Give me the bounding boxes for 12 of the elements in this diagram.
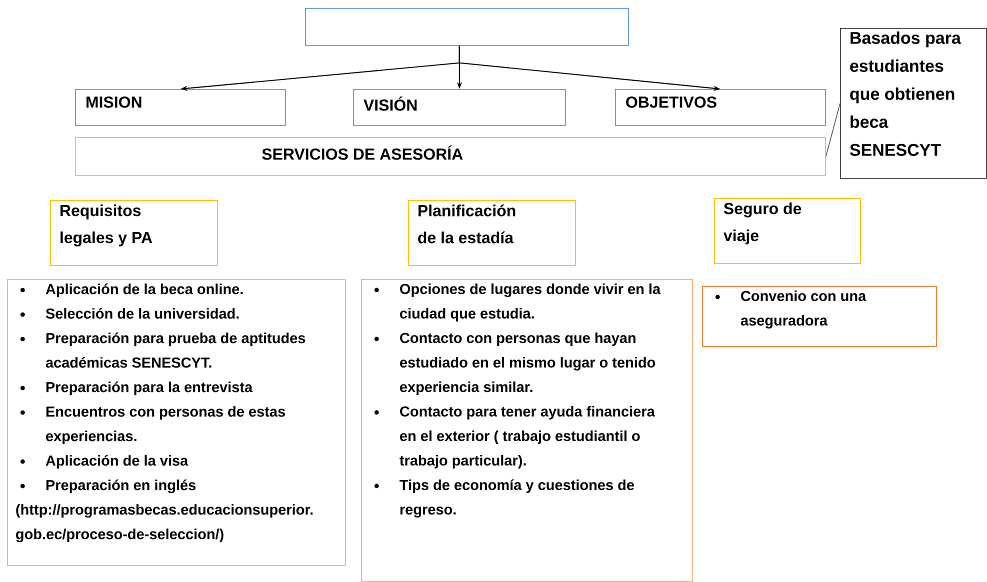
banner-box: SERVICIOS DE ASESORÍA	[75, 137, 826, 176]
heading-box: OBJETIVOS	[615, 89, 826, 126]
callout-box: Basados para estudiantes que obtienen beca SENESCYT	[840, 28, 987, 179]
heading-box: MISION	[75, 89, 286, 126]
category-box: Planificación de la estadía	[408, 200, 576, 266]
bullet-list-box: Convenio con una aseguradora	[702, 286, 937, 347]
category-box: Seguro de viaje	[714, 198, 861, 264]
title-box	[305, 8, 629, 46]
category-box: Requisitos legales y PA	[50, 200, 218, 266]
bullet-list-box: Aplicación de la beca online. Selección de la universidad. Preparación para prueba de aptitudes académicas SENESCYT. Preparación para la entrevista Encuentros con personas de estas experiencias. Aplicación de la visa Preparación en inglés (http://programasbecas.educacionsuperior.gob.ec/proceso-de-seleccion/)	[7, 279, 346, 566]
bullet-list-box: Opciones de lugares donde vivir en la ciudad que estudia. Contacto con personas que hayan estudiado en el mismo lugar o tenido experiencia similar. Contacto para tener ayuda financiera en el exterior ( trabajo estudiantil o trabajo particular). Tips de economía y cuestiones de regreso.	[361, 279, 693, 582]
heading-box: VISIÓN	[353, 89, 566, 126]
